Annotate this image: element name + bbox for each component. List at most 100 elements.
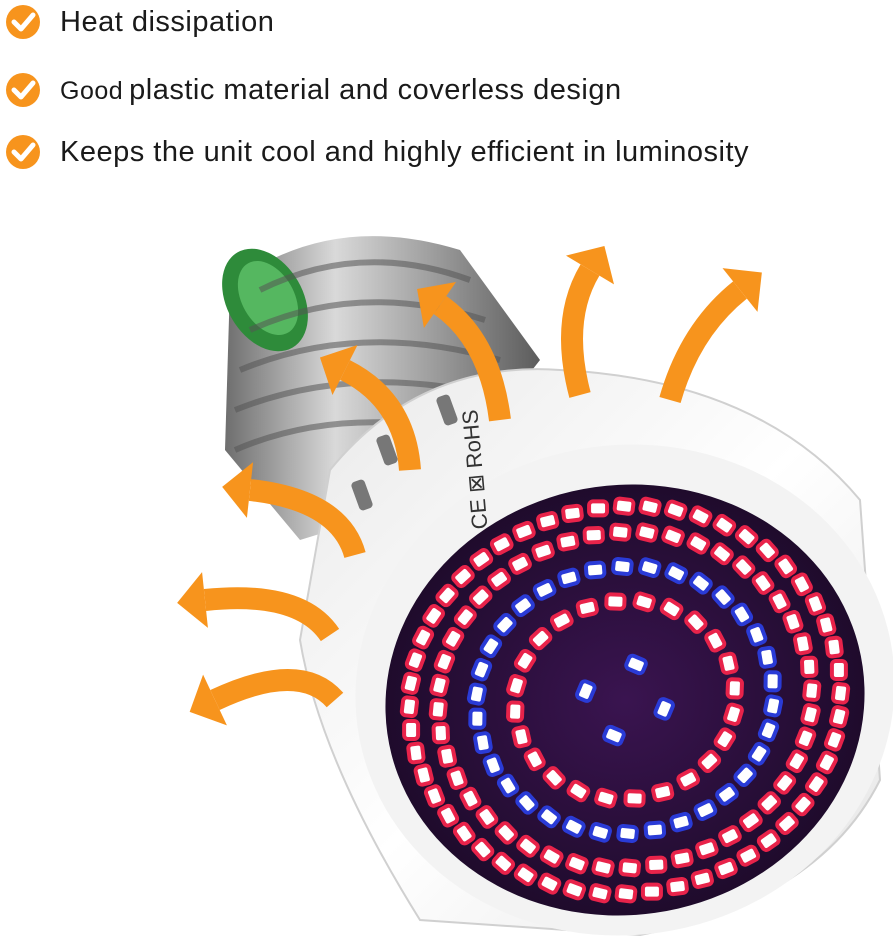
led-chip (768, 589, 791, 614)
led-chip (747, 741, 771, 766)
led-chip (829, 705, 850, 729)
led-chip (773, 771, 797, 795)
check-circle-icon (6, 73, 40, 107)
led-chip (437, 744, 457, 768)
led-chip (604, 592, 627, 611)
led-chip (459, 786, 482, 811)
led-chip (756, 829, 781, 852)
led-chip (582, 525, 605, 545)
led-chip (624, 653, 648, 676)
led-chip (653, 697, 675, 721)
led-chip (618, 858, 641, 878)
led-chip (616, 823, 639, 843)
feature-prefix: Good (60, 76, 124, 105)
led-chip (732, 555, 756, 579)
led-chip (489, 533, 514, 556)
led-chip (404, 648, 427, 672)
led-chip (422, 604, 445, 628)
vent-slots (351, 394, 458, 511)
led-chip (718, 651, 739, 675)
led-chip (542, 766, 566, 790)
led-chip (561, 815, 586, 838)
led-chip (693, 799, 718, 821)
feature-text-main: plastic material and coverless design (129, 73, 622, 106)
led-chip (506, 674, 527, 698)
heat-arrow-icon (177, 572, 208, 628)
led-chip (755, 538, 779, 563)
heat-arrow-shaft (339, 360, 421, 472)
led-chip (712, 513, 737, 537)
heat-arrow-shaft (433, 295, 511, 422)
led-chip (442, 626, 465, 651)
led-chip (790, 572, 813, 597)
led-chip (688, 505, 713, 528)
led-chip (594, 787, 618, 809)
led-chip (491, 851, 516, 875)
led-chip (824, 635, 844, 659)
led-chip (473, 731, 493, 755)
led-chip (640, 882, 663, 901)
heat-arrow-icon (189, 674, 227, 726)
feature-text: Heat dissipation (60, 6, 275, 38)
led-chip (609, 522, 632, 542)
led-chip (676, 768, 701, 791)
led-chip (669, 811, 693, 833)
led-chip (453, 605, 477, 629)
led-chip (431, 722, 451, 745)
led-chip (713, 727, 737, 751)
led-chip (829, 658, 848, 681)
led-chip (661, 525, 685, 547)
led-chip (562, 879, 587, 901)
heat-arrow-shaft (561, 264, 600, 398)
led-chip (493, 612, 517, 637)
led-chip (588, 822, 612, 843)
led-chip (793, 632, 813, 656)
led-chip (782, 610, 804, 634)
led-chip (508, 552, 532, 575)
led-chip (805, 772, 828, 796)
led-chip (446, 766, 468, 790)
led-chip (774, 554, 798, 579)
heat-arrow-icon (417, 282, 457, 328)
led-chip (406, 741, 426, 765)
led-chip (746, 623, 768, 647)
led-chip (757, 718, 780, 743)
check-circle-icon (6, 5, 40, 39)
led-chip (412, 625, 435, 650)
led-chip (531, 540, 555, 562)
led-chip (638, 496, 662, 517)
led-chip (402, 719, 421, 742)
led-chip (512, 520, 536, 543)
led-chip (730, 602, 754, 627)
led-chip (487, 567, 511, 591)
heat-arrows (177, 245, 762, 726)
led-chip (612, 496, 636, 516)
led-chip (537, 872, 562, 895)
led-chip (583, 560, 607, 580)
led-chip (469, 585, 493, 609)
led-chip (588, 883, 612, 904)
led-chip (791, 792, 815, 817)
led-chip (539, 845, 564, 868)
led-chip (794, 726, 817, 751)
led-chip (725, 677, 744, 700)
led-chip (800, 703, 821, 727)
heat-arrow-shaft (248, 479, 366, 559)
led-chip (718, 825, 742, 848)
led-chip (736, 844, 761, 867)
led-chip (475, 805, 499, 829)
led-chip (437, 803, 460, 828)
led-chip (557, 567, 581, 589)
check-circle-icon (6, 135, 40, 169)
led-chip (638, 557, 662, 578)
led-chip (711, 585, 735, 609)
led-chip (763, 670, 782, 693)
led-chip (802, 679, 822, 702)
led-chip (831, 681, 851, 705)
led-chip (466, 682, 487, 706)
led-array (399, 496, 851, 904)
led-chip (645, 855, 668, 875)
led-chip (494, 821, 518, 845)
led-chip (496, 773, 520, 798)
led-chip (575, 679, 597, 703)
